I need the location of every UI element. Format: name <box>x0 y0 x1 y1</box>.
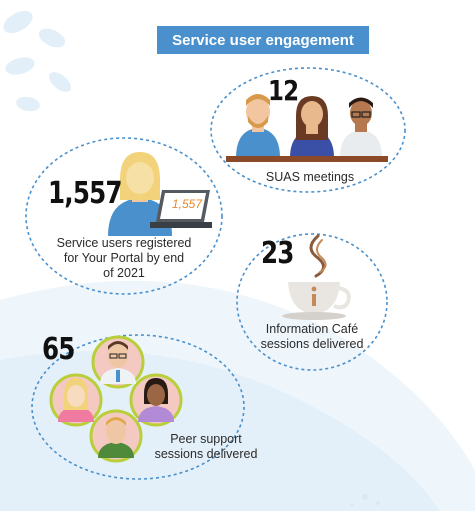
portal-caption: Service users registered for Your Portal… <box>56 236 192 280</box>
dot-pattern <box>350 494 380 507</box>
page-title: Service user engagement <box>157 26 369 54</box>
cafe-count: 23 <box>261 236 294 271</box>
cafe-caption: Information Café sessions delivered <box>260 322 364 351</box>
cafe-frame <box>236 233 388 371</box>
portal-count: 1,557 <box>48 176 123 211</box>
portal-frame <box>25 137 223 295</box>
suas-frame <box>210 67 406 193</box>
peer-frame <box>31 334 245 480</box>
peer-count: 65 <box>42 332 75 367</box>
suas-count: 12 <box>268 74 299 107</box>
laptop-screen-label: 1,557 <box>171 197 203 211</box>
suas-caption: SUAS meetings <box>265 170 355 184</box>
peer-caption: Peer support sessions delivered <box>154 432 258 461</box>
leaf-pattern-icon <box>3 10 71 112</box>
